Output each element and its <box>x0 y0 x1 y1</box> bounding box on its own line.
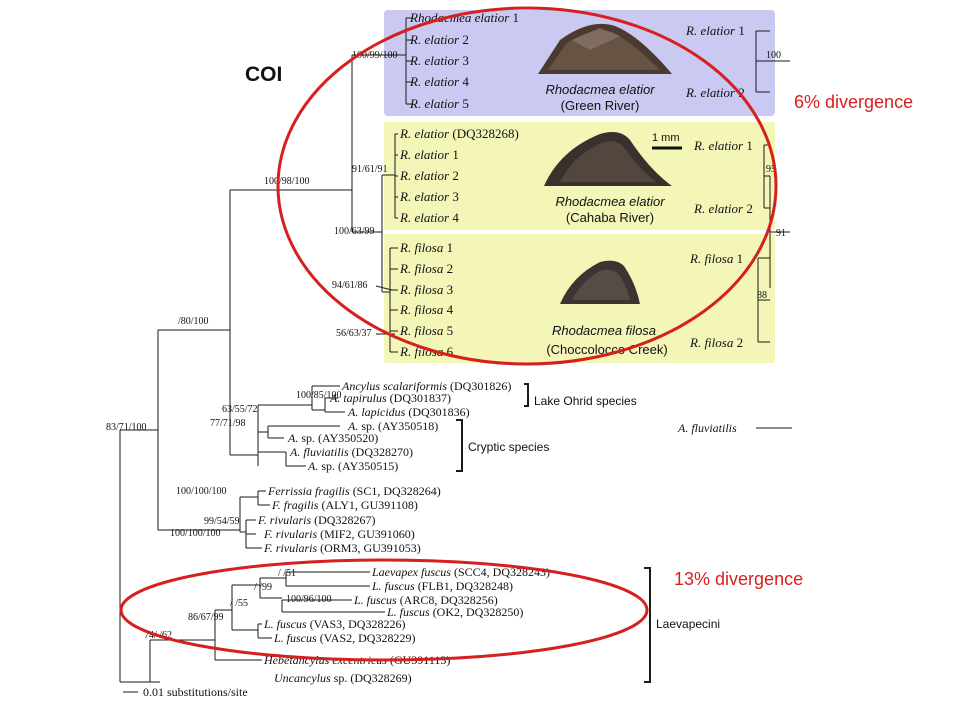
taxon-label: R. elatior 3 <box>409 53 469 68</box>
support-labels: 100/99/100 100/98/100 91/61/91 100/63/99 94/… <box>106 50 398 641</box>
support-value: 100/98/100 <box>264 176 310 187</box>
six-percent-divergence-ellipse <box>276 6 778 366</box>
taxon-label: A. sp. (AY350515) <box>307 459 398 473</box>
support-value: 83/71/100 <box>106 422 147 433</box>
taxon-label: L. fuscus (ARC8, DQ328256) <box>353 593 498 607</box>
filosa-caption-species: Rhodacmea filosa <box>552 323 656 338</box>
mm-scale-label: 1 mm <box>652 132 680 144</box>
green-caption-location: (Green River) <box>561 98 640 113</box>
support-value: 100/100/100 <box>176 486 227 497</box>
right-support-value: 95 <box>766 164 776 175</box>
taxon-label: R. filosa 4 <box>399 302 454 317</box>
right-support-value: 100 <box>766 50 781 61</box>
support-value: 56/63/37 <box>336 328 372 339</box>
right-taxon-label: R. filosa 2 <box>689 335 743 350</box>
taxon-label: A. fluviatilis (DQ328270) <box>289 445 413 459</box>
support-value: / /99 <box>254 582 272 593</box>
support-value: 77/71/98 <box>210 418 246 429</box>
taxon-label: F. rivularis (ORM3, GU391053) <box>263 541 421 555</box>
main-tree-branches <box>119 17 412 693</box>
group-brackets <box>456 383 651 683</box>
taxon-label: F. rivularis (DQ328267) <box>257 513 375 527</box>
taxon-label: Uncancylus sp. (DQ328269) <box>274 671 412 685</box>
support-value: / /55 <box>230 598 248 609</box>
taxon-label: F. rivularis (MIF2, GU391060) <box>263 527 415 541</box>
right-support-value: 91 <box>776 228 786 239</box>
taxon-label: R. filosa 1 <box>399 240 453 255</box>
taxon-label: R. filosa 6 <box>399 344 454 359</box>
taxon-label: R. filosa 2 <box>399 261 453 276</box>
right-tree-labels: R. elatior 1R. elatior 2R. elatior 1R. e… <box>677 23 786 435</box>
support-value: 100/85/100 <box>296 390 342 401</box>
right-taxon-label: R. filosa 1 <box>689 251 743 266</box>
taxon-label: R. elatior 2 <box>399 168 459 183</box>
six-percent-divergence-label: 6% divergence <box>794 92 913 112</box>
taxon-label: R. elatior 1 <box>399 147 459 162</box>
taxon-label: R. elatior 2 <box>409 32 469 47</box>
taxon-label: R. elatior 4 <box>399 210 459 225</box>
taxon-label: F. fragilis (ALY1, GU391108) <box>271 498 418 512</box>
scale-bar-label: 0.01 substitutions/site <box>143 685 248 699</box>
cryptic-species-label: Cryptic species <box>468 440 549 454</box>
taxon-label: R. elatior 3 <box>399 189 459 204</box>
taxon-label: R. filosa 3 <box>399 282 453 297</box>
taxon-label: R. elatior 5 <box>409 96 469 111</box>
filosa-shell-image <box>560 260 640 304</box>
taxon-label: R. elatior 4 <box>409 74 469 89</box>
taxon-label: L. fuscus (OK2, DQ328250) <box>386 605 523 619</box>
laevapecini-label: Laevapecini <box>656 617 720 631</box>
taxon-label: A. lapicidus (DQ301836) <box>347 405 470 419</box>
figure-title: COI <box>245 63 282 86</box>
thirteen-percent-divergence-ellipse <box>119 558 649 662</box>
support-value: 86/67/99 <box>188 612 224 623</box>
cahaba-river-shell-image <box>544 132 672 186</box>
thirteen-percent-divergence-label: 13% divergence <box>674 569 803 589</box>
taxon-label: A. tapirulus (DQ301837) <box>329 391 451 405</box>
green-river-shell-image <box>538 23 672 74</box>
support-value: 63/55/72 <box>222 404 258 415</box>
support-value: 100/96/100 <box>286 594 332 605</box>
support-value: / /51 <box>278 568 296 579</box>
taxon-label: A. sp. (AY350518) <box>347 419 438 433</box>
taxon-label: L. fuscus (VAS3, DQ328226) <box>263 617 405 631</box>
green-caption-species: Rhodacmea elatior <box>545 82 655 97</box>
right-taxon-label: R. elatior 1 <box>693 138 753 153</box>
support-value: 94/61/86 <box>332 280 368 291</box>
support-value: 100/99/100 <box>352 50 398 61</box>
lake-ohrid-label: Lake Ohrid species <box>534 394 637 408</box>
right-taxon-label: A. fluviatilis <box>677 421 737 435</box>
cahaba-caption-species: Rhodacmea elatior <box>555 194 665 209</box>
taxon-label: R. elatior (DQ328268) <box>399 126 519 141</box>
support-value: 100/100/100 <box>170 528 221 539</box>
support-value: 100/63/99 <box>334 226 375 237</box>
cahaba-caption-location: (Cahaba River) <box>566 210 654 225</box>
taxon-label: L. fuscus (VAS2, DQ328229) <box>273 631 415 645</box>
taxon-label: L. fuscus (FLB1, DQ328248) <box>371 579 513 593</box>
right-support-value: 88 <box>757 290 767 301</box>
support-value: 99/54/59 <box>204 516 240 527</box>
taxon-label: Ferrissia fragilis (SC1, DQ328264) <box>267 484 441 498</box>
support-value: 91/61/91 <box>352 164 388 175</box>
taxon-label: R. filosa 5 <box>399 323 453 338</box>
right-taxon-label: R. elatior 2 <box>693 201 753 216</box>
right-taxon-label: R. elatior 1 <box>685 23 745 38</box>
taxon-label: A. sp. (AY350520) <box>287 431 378 445</box>
taxon-label: Ancylus scalariformis (DQ301826) <box>341 379 511 393</box>
support-value: /80/100 <box>178 316 209 327</box>
